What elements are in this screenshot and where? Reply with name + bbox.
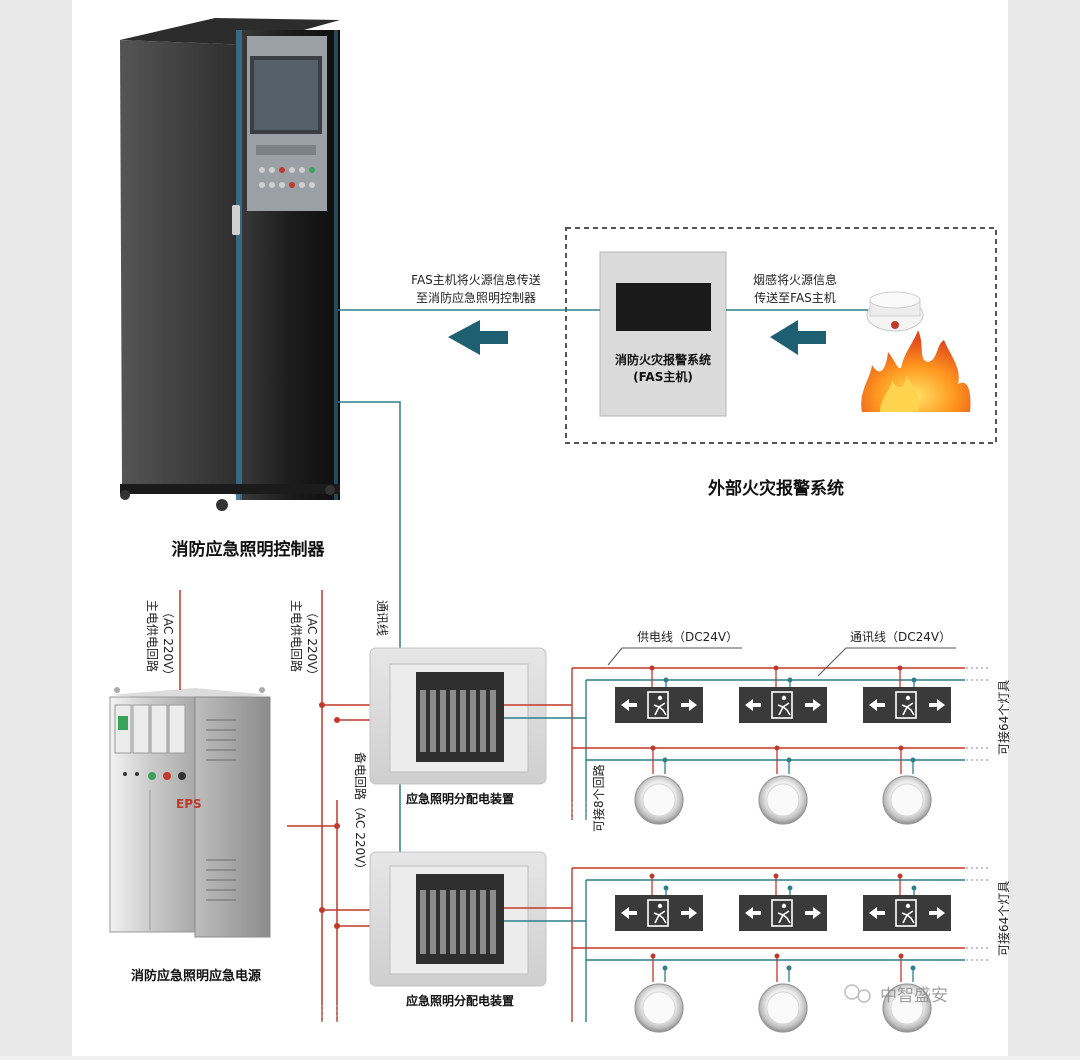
emergency-lamp-1: [634, 745, 684, 825]
distribution-device-1: [369, 647, 547, 785]
smoke-to-fas-line2: 传送至FAS主机: [754, 290, 836, 305]
fas-host-label-line2: (FAS主机): [633, 369, 693, 384]
fas-to-controller-line2: 至消防应急照明控制器: [416, 290, 536, 305]
fire-flame: [861, 330, 971, 412]
backup-circuit-label: 备电回路（AC 220V）: [353, 752, 368, 875]
comm-line-vertical-label: 通讯线: [375, 600, 389, 636]
external-system-label: 外部火灾报警系统: [708, 478, 844, 499]
comm-line-label: 通讯线（DC24V）: [850, 630, 951, 644]
emergency-lamp-4: [634, 953, 684, 1033]
exit-sign-1: [615, 665, 703, 723]
up-to-64-label-a: 可接64个灯具: [996, 680, 1011, 755]
eps-badge: EPS: [176, 797, 202, 811]
emergency-lamp-2: [758, 745, 808, 825]
power-line-label: 供电线（DC24V）: [637, 630, 738, 644]
main-circuit-1-line1: 主电供电回路: [145, 600, 160, 672]
eps-cabinet: [109, 687, 271, 938]
smoke-detector: [866, 291, 924, 332]
exit-sign-4: [615, 873, 703, 931]
up-to-64-label-b: 可接64个灯具: [996, 881, 1011, 956]
watermark-text: 中智盛安: [880, 986, 948, 1006]
watermark: [844, 984, 871, 1003]
distribution-device-1-label: 应急照明分配电装置: [406, 791, 514, 806]
main-circuit-2-line1: 主电供电回路: [289, 600, 304, 672]
exit-sign-2: [739, 665, 827, 723]
eps-power-label: 消防应急照明应急电源: [131, 968, 261, 984]
external-system-box: [565, 227, 997, 444]
up-to-8-loops-label: 可接8个回路: [591, 764, 606, 832]
fas-to-controller-line1: FAS主机将火源信息传送: [411, 272, 541, 287]
main-circuit-1-line2: （AC 220V）: [161, 606, 175, 681]
emergency-lamp-5: [758, 953, 808, 1033]
emergency-lamp-3: [882, 745, 932, 825]
distribution-device-2: [369, 851, 547, 987]
smoke-to-fas-line1: 烟感将火源信息: [753, 272, 837, 287]
fas-host-label-line1: 消防火灾报警系统: [615, 352, 711, 367]
controller-cabinet: [120, 18, 340, 511]
controller-label: 消防应急照明控制器: [172, 539, 326, 560]
main-circuit-2-line2: （AC 220V）: [305, 606, 319, 681]
exit-sign-3: [863, 665, 951, 723]
exit-sign-5: [739, 873, 827, 931]
fas-host-panel: [599, 251, 727, 417]
emergency-lamp-6: [882, 953, 932, 1033]
arrow-to-fas: [770, 320, 826, 355]
exit-sign-6: [863, 873, 951, 931]
arrow-to-controller: [448, 320, 508, 355]
distribution-device-2-label: 应急照明分配电装置: [406, 993, 514, 1008]
